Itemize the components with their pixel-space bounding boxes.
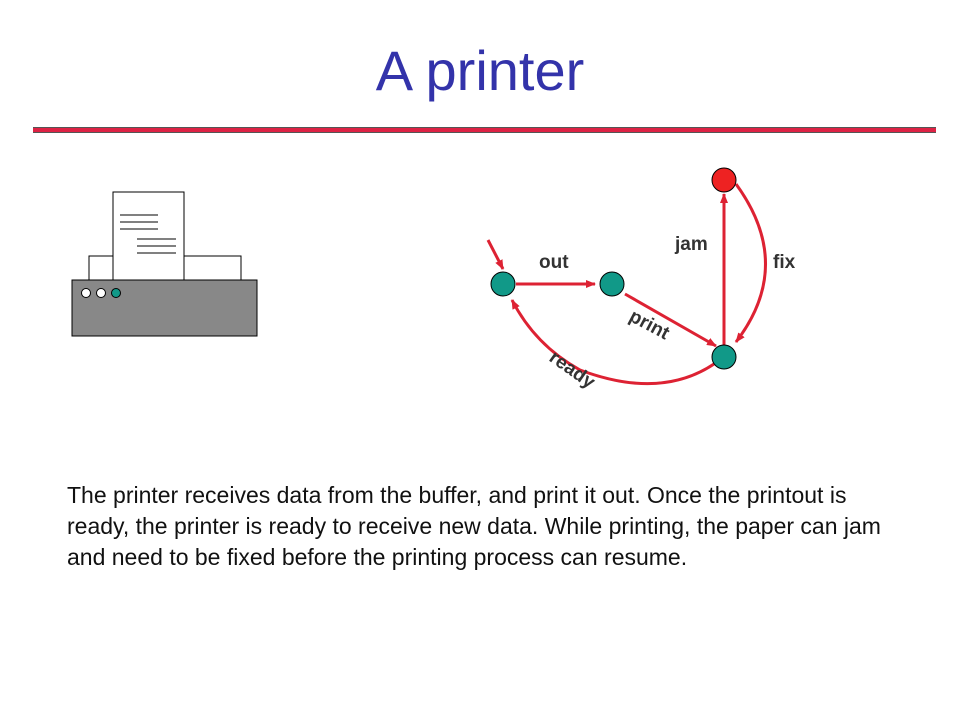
printer-button-3: [111, 288, 121, 298]
printer-state-diagram: out jam fix print ready: [486, 167, 796, 394]
printer-button-1: [81, 288, 91, 298]
description-paragraph: The printer receives data from the buffe…: [67, 482, 881, 570]
edge-ready: [510, 299, 715, 386]
state-received: [599, 271, 625, 297]
edge-label-print: print: [626, 306, 674, 345]
state-idle: [490, 271, 516, 297]
edge-print: [624, 292, 717, 348]
edge-label-out: out: [539, 252, 569, 273]
title-divider: [33, 127, 936, 133]
edge-label-ready: ready: [545, 347, 599, 394]
initial-arrow: [486, 239, 505, 270]
state-printing: [711, 344, 737, 370]
edge-label-jam: jam: [674, 234, 708, 255]
printer-button-2: [96, 288, 106, 298]
slide-title: A printer: [375, 39, 585, 102]
printer-paper-tray-right: [183, 255, 242, 282]
edge-fix: [734, 183, 767, 343]
state-jammed: [711, 167, 737, 193]
edge-label-fix: fix: [773, 252, 796, 273]
paper-text-lines: [120, 214, 176, 254]
printer-paper-sheet: [112, 191, 185, 283]
printer-paper-tray-left: [88, 255, 114, 282]
printer-icon: [71, 191, 258, 337]
